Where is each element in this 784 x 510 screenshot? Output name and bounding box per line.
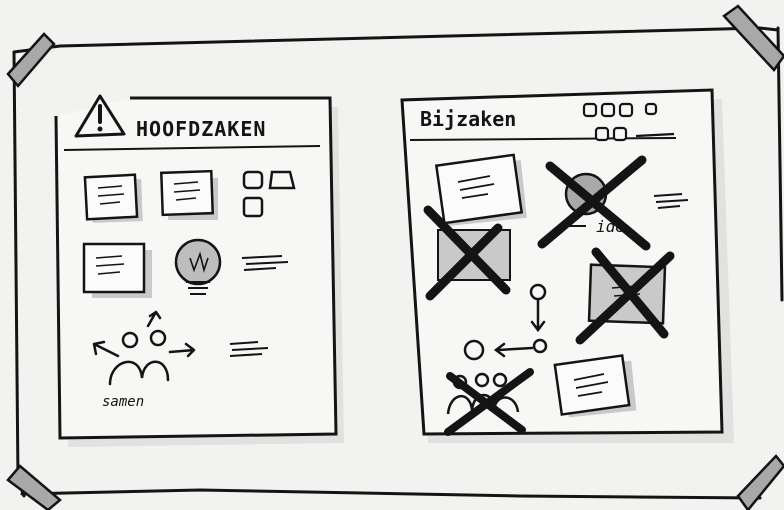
- left-panel-title: HOOFDZAKEN: [136, 117, 266, 141]
- note-card: [84, 244, 152, 298]
- note-card: [85, 175, 143, 223]
- right-panel: Bijzaken ide: [402, 90, 734, 443]
- note-card: [555, 356, 637, 418]
- left-panel: HOOFDZAKEN: [56, 96, 344, 447]
- note-card: [161, 171, 218, 220]
- people-label: samen: [102, 394, 144, 410]
- right-panel-title: Bijzaken: [420, 107, 516, 131]
